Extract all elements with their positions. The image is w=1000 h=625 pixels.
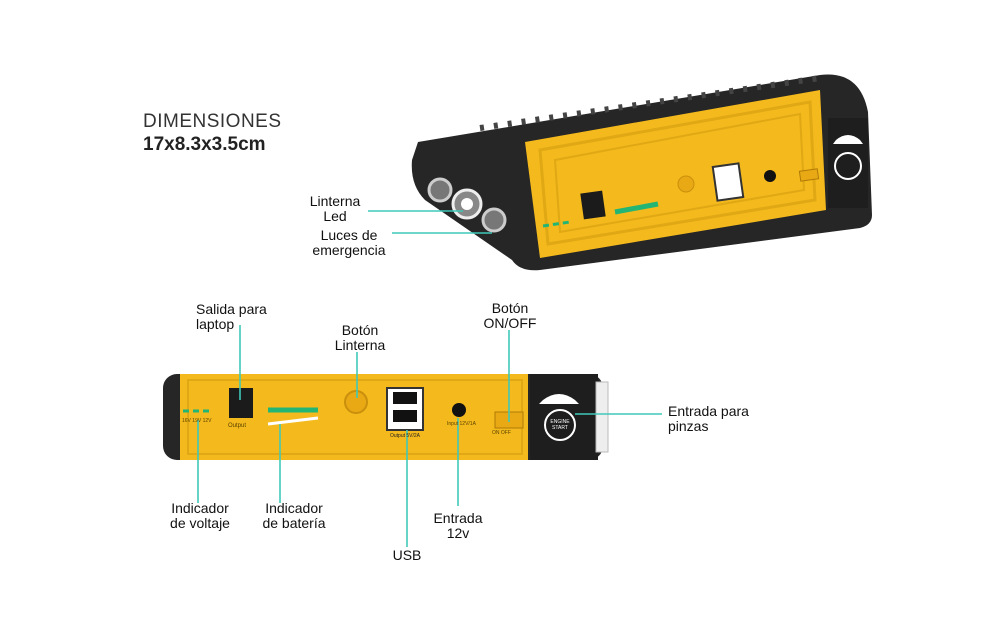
device-onoff-print: ON OFF [492, 430, 511, 436]
engine-start-button-top-icon [834, 152, 862, 180]
device-input-print: Input 12V/1A [447, 421, 476, 427]
device-usb-print: Output 5V/2A [390, 433, 421, 439]
input-12v-port [452, 403, 466, 417]
emergency-light-icon [481, 207, 507, 233]
car-icon [539, 394, 579, 404]
dimensions-value: 17x8.3x3.5cm [143, 134, 266, 155]
led-light-small-icon [427, 177, 453, 203]
dimensions-title: DIMENSIONES [143, 111, 282, 132]
device-angled [411, 74, 872, 271]
laptop-output-port [229, 388, 253, 418]
label-usb: USB [392, 547, 422, 563]
engine-start-button-icon [544, 409, 576, 441]
flashlight-button-icon [344, 390, 368, 414]
device-voltage-print: 16V 19V 12V [182, 418, 212, 424]
device-output-print: Output [228, 423, 247, 429]
device-front [163, 374, 609, 460]
